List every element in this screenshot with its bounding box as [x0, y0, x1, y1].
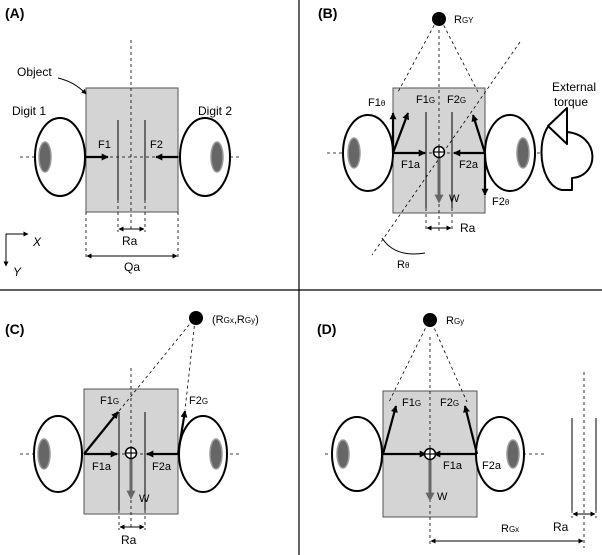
digit-2	[475, 416, 525, 492]
rgxy-label: (RGx,RGy)	[212, 314, 259, 326]
external-torque-icon	[540, 107, 594, 191]
digit-1	[331, 416, 383, 492]
rgy-line-left	[397, 19, 438, 93]
qa-label: Qa	[124, 260, 140, 274]
external-torque-label-line2: torque	[554, 95, 588, 109]
panel-c: (C) (RGx,RGy) F1G F2G F1a F2a	[5, 311, 259, 547]
f2g-label: F2G	[447, 94, 466, 106]
rgy-label: RGY	[454, 14, 474, 26]
f2g-arrow	[471, 114, 487, 154]
ra-label: Ra	[122, 234, 138, 248]
digit-2	[178, 415, 228, 493]
digit-2	[179, 117, 231, 197]
digit-1	[34, 117, 86, 197]
ra-label: Ra	[121, 533, 137, 547]
w-label: W	[449, 193, 460, 205]
f2a-label: F2a	[482, 460, 502, 472]
rgy-line-left	[388, 322, 429, 403]
digit-2-label: Digit 2	[198, 104, 232, 118]
digit-1	[33, 415, 83, 493]
rgy-point	[423, 313, 437, 327]
f1a-label: F1a	[443, 460, 463, 472]
panel-b-label: (B)	[318, 5, 337, 21]
f1g-label: F1G	[100, 395, 119, 407]
f1g-arrow	[391, 112, 410, 154]
w-label: W	[139, 493, 150, 505]
rgxy-line-left	[83, 319, 194, 455]
center-of-mass	[432, 145, 446, 159]
f1theta-label: F1θ	[368, 97, 386, 109]
digit-2	[484, 114, 536, 192]
f1g-arrow	[83, 411, 119, 455]
rgy-label: RGy	[446, 315, 464, 327]
f2a-label: F2a	[459, 159, 479, 171]
rgy-line-right	[431, 322, 468, 403]
panel-d: (D) RGy F1G F2G F1a F2a W	[317, 313, 597, 548]
rgxy-point	[189, 311, 203, 325]
axis-x-label: X	[32, 235, 42, 249]
object-label: Object	[17, 65, 52, 79]
object-pointer	[57, 77, 87, 95]
panel-c-label: (C)	[5, 321, 24, 337]
f1g-label: F1G	[402, 397, 421, 409]
ra-label: Ra	[460, 221, 476, 235]
f1g-arrow	[381, 405, 398, 455]
rgy-line-right	[440, 19, 479, 93]
f2-label: F2	[150, 139, 163, 151]
panel-a: (A) F1 F2 Object Digit 1 Digit 2 Ra Qa	[3, 5, 240, 279]
panel-b: (B) RGY F1θ F1G	[318, 5, 596, 271]
w-label: W	[437, 491, 448, 503]
rgy-point	[432, 12, 446, 26]
axis-y-label: Y	[13, 265, 22, 279]
digit-1-label: Digit 1	[12, 104, 46, 118]
digit-1	[342, 114, 394, 192]
f1a-label: F1a	[92, 461, 112, 473]
f2theta-label: F2θ	[492, 196, 510, 208]
rtheta-arc	[381, 237, 426, 255]
f2g-label: F2G	[189, 395, 208, 407]
center-of-mass	[124, 446, 138, 460]
f2g-label: F2G	[440, 397, 459, 409]
f2a-label: F2a	[152, 461, 172, 473]
f2g-arrow	[176, 410, 188, 455]
rtheta-label: Rθ	[397, 259, 410, 271]
f1-label: F1	[98, 139, 111, 151]
f1a-label: F1a	[401, 159, 421, 171]
axis-indicator: X Y	[3, 231, 42, 279]
object-box	[85, 87, 179, 213]
center-of-mass	[423, 447, 437, 461]
ra-label: Ra	[553, 520, 569, 534]
rgx-label: RGx	[501, 523, 519, 535]
panel-d-label: (D)	[317, 321, 336, 337]
panel-a-label: (A)	[5, 5, 24, 21]
f1g-label: F1G	[416, 94, 435, 106]
rotation-line	[371, 41, 521, 256]
external-torque-label-line1: External	[552, 80, 596, 94]
f2g-arrow	[463, 405, 479, 455]
